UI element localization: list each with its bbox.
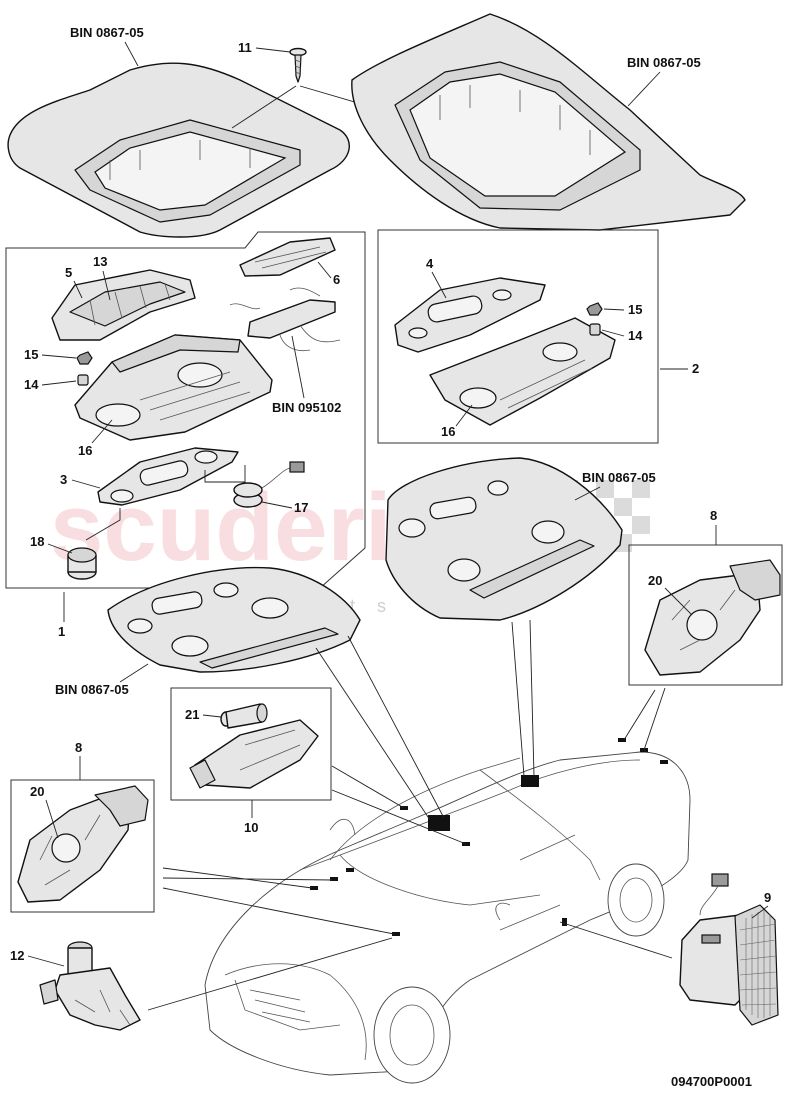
label-2: 2 — [692, 361, 699, 376]
label-11: 11 — [238, 40, 252, 55]
roof-console-panel-left — [107, 566, 361, 673]
interior-lamp-10 — [189, 719, 319, 789]
wiring-harness — [229, 287, 341, 352]
front-console-marker — [428, 815, 450, 831]
clip-14-left — [77, 374, 89, 386]
label-20-right: 20 — [648, 573, 662, 588]
label-8-left: 8 — [75, 740, 82, 755]
label-21: 21 — [185, 707, 199, 722]
label-bin-mid-right: BIN 0867-05 — [582, 470, 656, 485]
label-5: 5 — [65, 265, 72, 280]
cover-plate-6 — [239, 237, 336, 277]
footwell-lamp-8-right — [644, 559, 781, 676]
label-18: 18 — [30, 534, 44, 549]
label-6: 6 — [333, 272, 340, 287]
group-frame-8-right — [628, 544, 783, 686]
label-4: 4 — [426, 256, 434, 271]
bulb-21 — [220, 703, 268, 729]
door-switch-12 — [39, 941, 141, 1031]
label-20-left: 20 — [30, 784, 44, 799]
label-14-right: 14 — [628, 328, 643, 343]
console-frame-16 — [74, 334, 273, 441]
headliner-right — [351, 13, 746, 231]
label-1: 1 — [58, 624, 65, 639]
group-frame-2 — [377, 229, 659, 444]
label-15-left: 15 — [24, 347, 38, 362]
label-3: 3 — [60, 472, 67, 487]
roof-console-panel-right — [385, 457, 623, 621]
label-12: 12 — [10, 948, 24, 963]
headliner-left — [7, 62, 350, 238]
label-13: 13 — [93, 254, 107, 269]
label-14-left: 14 — [24, 377, 39, 392]
console-housing-5 — [51, 269, 196, 341]
group-frame-8-left — [10, 779, 155, 913]
label-bin-top-left: BIN 0867-05 — [70, 25, 144, 40]
nut-15-left — [76, 351, 93, 365]
roof-console-marker — [521, 775, 539, 787]
label-bin-lower-left: BIN 0867-05 — [55, 682, 129, 697]
socket-9 — [679, 873, 779, 1026]
lens-3 — [97, 447, 239, 506]
label-10: 10 — [244, 820, 258, 835]
cap-18 — [67, 547, 97, 580]
console-frame-16-right — [429, 317, 616, 426]
label-8-right: 8 — [710, 508, 717, 523]
bulb-holder-17 — [233, 461, 305, 508]
label-15-right: 15 — [628, 302, 642, 317]
label-16-right: 16 — [441, 424, 455, 439]
footwell-lamp-8-left — [17, 785, 149, 903]
label-17: 17 — [294, 500, 308, 515]
diagram-code: 094700P0001 — [671, 1074, 752, 1089]
label-bin-095102: BIN 095102 — [272, 400, 341, 415]
label-9: 9 — [764, 890, 771, 905]
screw-11 — [289, 47, 307, 83]
group-frame-10 — [170, 687, 332, 801]
nut-15-right — [586, 302, 603, 316]
clip-14-right — [589, 323, 601, 336]
group-frame-1 — [5, 231, 366, 589]
label-16-left: 16 — [78, 443, 92, 458]
lens-4 — [394, 277, 546, 353]
label-bin-top-right: BIN 0867-05 — [627, 55, 701, 70]
